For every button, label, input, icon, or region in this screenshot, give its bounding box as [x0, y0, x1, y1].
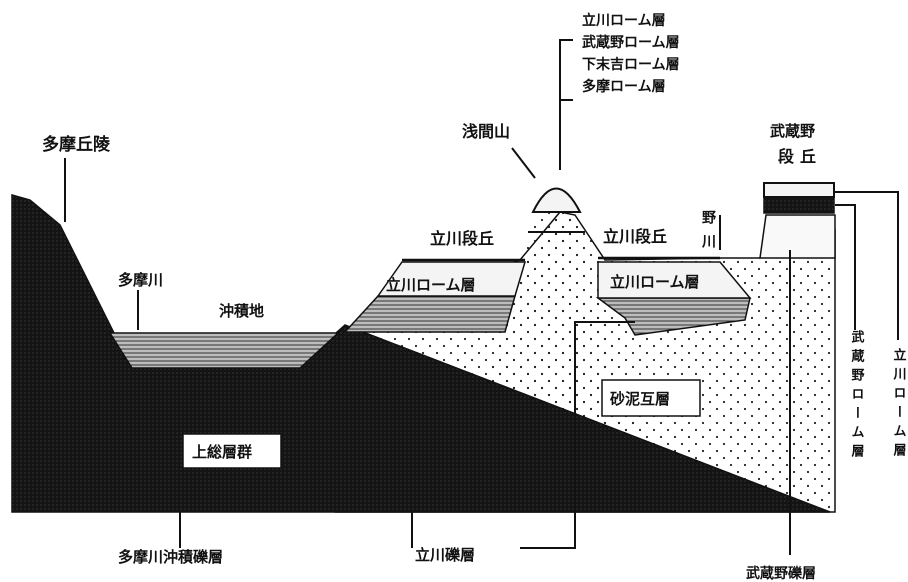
gravel-contact-line	[574, 321, 635, 512]
loam-sequence-item: 多摩ローム層	[582, 78, 666, 95]
musashino-terrace-block	[759, 214, 836, 259]
upper-group-box	[182, 433, 282, 469]
tachikawa-loam-right-body	[597, 261, 752, 299]
tachikawa-loam-left-body	[376, 261, 527, 297]
alluvial-gravel-layer	[108, 332, 340, 369]
tachikawa-gravel-left	[343, 295, 516, 333]
label-sengen-yama: 浅間山	[462, 122, 510, 141]
label-sand-mud-layer: 砂泥互層	[610, 390, 670, 408]
loam-sequence-item: 下末吉ローム層	[582, 56, 680, 73]
label-musashino-terrace-1: 武蔵野	[770, 122, 815, 140]
leader-musashino-loam	[835, 204, 856, 330]
label-musashino-loam-vertical: 武蔵野ローム層	[849, 329, 865, 463]
label-nogawa: 野川	[700, 210, 717, 258]
label-tama-kyuryo: 多摩丘陵	[42, 134, 111, 155]
leader-tachikawa-gravel-b	[520, 512, 576, 549]
label-tachikawa-terrace-right: 立川段丘	[603, 227, 667, 246]
label-tachikawa-loam-left: 立川ローム層	[386, 276, 476, 294]
musashino-loam-cap	[763, 182, 835, 198]
label-tachikawa-loam-vertical: 立川ローム層	[891, 347, 908, 462]
label-musashino-gravel: 武蔵野礫層	[746, 565, 816, 582]
leader-tachikawa-loam	[835, 191, 899, 340]
label-tama-river: 多摩川	[118, 271, 163, 289]
label-musashino-terrace-2: 段丘	[778, 147, 822, 166]
leader-sengen	[511, 147, 536, 179]
label-tachikawa-gravel: 立川礫層	[415, 546, 475, 564]
loam-sequence-item: 武蔵野ローム層	[582, 34, 680, 51]
bracket-loam-sequence	[559, 39, 573, 101]
label-tama-alluvial-gravel: 多摩川沖積礫層	[118, 548, 223, 566]
label-alluvial-plain: 沖積地	[219, 302, 264, 320]
loam-sequence-item: 立川ローム層	[582, 12, 666, 29]
label-tachikawa-loam-right: 立川ローム層	[610, 273, 700, 291]
musashino-loam-dark	[763, 196, 835, 214]
label-tachikawa-terrace-left: 立川段丘	[430, 229, 494, 248]
label-upper-group: 上総層群	[192, 443, 252, 461]
sengen-hill-cap	[531, 187, 582, 213]
sand-mud-box	[601, 379, 701, 417]
